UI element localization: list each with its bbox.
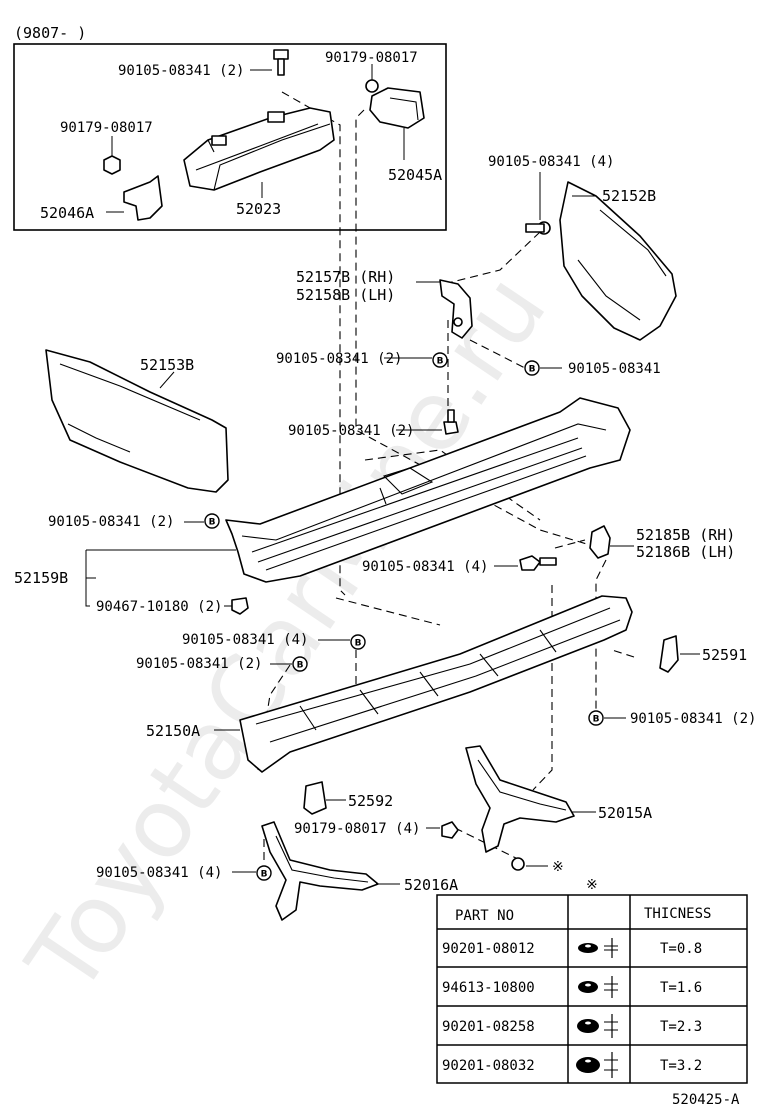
shim-col-thickness-header: THICNESS xyxy=(644,906,711,922)
shim-table-marker: ※ xyxy=(586,877,598,893)
shim-washer-icon-1 xyxy=(578,938,618,958)
bumper-end-52153b-part xyxy=(45,349,229,493)
callout-bolt-right: 90105-08341 xyxy=(568,361,661,377)
small-fasteners xyxy=(231,409,557,871)
callout-52045a: 52045A xyxy=(388,166,442,184)
stay-52015a-part xyxy=(465,745,575,853)
svg-text:B: B xyxy=(209,518,216,528)
callout-bolt-2-c: 90105-08341 (2) xyxy=(48,514,174,530)
bolt-symbol-5: B xyxy=(292,656,308,672)
callout-52591: 52591 xyxy=(702,646,747,664)
bolt-symbol-3: B xyxy=(204,513,220,529)
date-range-label: (9807- ) xyxy=(14,24,86,42)
callout-52157b: 52157B (RH) xyxy=(296,268,395,286)
callout-nut-4: 90179-08017 (4) xyxy=(294,821,420,837)
callout-52016a: 52016A xyxy=(404,876,458,894)
shim-row-4-part: 90201-08032 xyxy=(442,1058,535,1074)
callout-labels: 90105-08341 (2) 90179-08017 90179-08017 … xyxy=(14,50,756,894)
shim-washer-icon-3 xyxy=(577,1014,618,1038)
svg-text:B: B xyxy=(355,639,362,649)
callout-bolt-4-top: 90105-08341 (4) xyxy=(488,154,614,170)
shim-marker-callout: ※ xyxy=(552,859,564,875)
bumper-end-52152b-part xyxy=(525,181,677,341)
leader-lines xyxy=(85,64,700,885)
callout-clip: 90467-10180 (2) xyxy=(96,599,222,615)
callout-nut-left: 90179-08017 xyxy=(60,120,153,136)
shim-col-part-header: PART NO xyxy=(455,908,514,924)
callout-52158b: 52158B (LH) xyxy=(296,286,395,304)
callout-52046a: 52046A xyxy=(40,204,94,222)
callout-bolt-2-right: 90105-08341 (2) xyxy=(630,711,756,727)
callout-52023: 52023 xyxy=(236,200,281,218)
bolt-symbol-7: B xyxy=(256,865,272,881)
shim-row-3-thickness: T=2.3 xyxy=(660,1019,702,1035)
shim-row-2-part: 94613-10800 xyxy=(442,980,535,996)
callout-bolt-4-mid: 90105-08341 (4) xyxy=(362,559,488,575)
bracket-52592-part xyxy=(303,781,327,815)
bracket-52185b-part xyxy=(589,525,611,559)
shim-washer-icon-4 xyxy=(576,1052,618,1078)
callout-bolt-4-bottom: 90105-08341 (4) xyxy=(96,865,222,881)
shim-table: ※ PART NO THICNESS 90201-08012 T=0.8 946… xyxy=(436,877,748,1084)
callout-52153b: 52153B xyxy=(140,356,194,374)
bolt-top-part xyxy=(273,49,289,76)
bracket-52045a-part xyxy=(365,79,425,129)
bracket-52591-part xyxy=(659,635,679,673)
svg-text:B: B xyxy=(261,870,268,880)
svg-text:B: B xyxy=(593,715,600,725)
callout-bolt-2-b: 90105-08341 (2) xyxy=(288,423,414,439)
callout-52185b: 52185B (RH) xyxy=(636,526,735,544)
callout-52186b: 52186B (LH) xyxy=(636,543,735,561)
svg-text:B: B xyxy=(529,365,536,375)
bracket-52023-part xyxy=(183,107,335,191)
bolt-symbol-6: B xyxy=(588,710,604,726)
shim-washer-icon-2 xyxy=(578,976,618,998)
shim-row-1-thickness: T=0.8 xyxy=(660,941,702,957)
callout-52015a: 52015A xyxy=(598,804,652,822)
reinforcement-52150a-part xyxy=(239,595,633,773)
stay-52016a-part xyxy=(261,821,379,921)
shim-row-2-thickness: T=1.6 xyxy=(660,980,702,996)
svg-text:B: B xyxy=(297,661,304,671)
callout-52159b: 52159B xyxy=(14,569,68,587)
callout-bolt-top: 90105-08341 (2) xyxy=(118,63,244,79)
step-52159b-part xyxy=(225,397,631,583)
shim-row-4-thickness: T=3.2 xyxy=(660,1058,702,1074)
callout-nut-top: 90179-08017 xyxy=(325,50,418,66)
bracket-52157b-part xyxy=(439,279,473,339)
bolt-symbol-4: B xyxy=(350,634,366,650)
diagram-code: 520425-A xyxy=(672,1092,740,1108)
shim-row-3-part: 90201-08258 xyxy=(442,1019,535,1035)
callout-bolt-2-a: 90105-08341 (2) xyxy=(276,351,402,367)
svg-text:B: B xyxy=(437,357,444,367)
bolt-symbol-2: B xyxy=(524,360,540,376)
callout-52592: 52592 xyxy=(348,792,393,810)
callout-bolt-4-low: 90105-08341 (4) xyxy=(182,632,308,648)
callout-bolt-2-low: 90105-08341 (2) xyxy=(136,656,262,672)
nut-52046a-part xyxy=(103,155,163,221)
shim-row-1-part: 90201-08012 xyxy=(442,941,535,957)
callout-52152b: 52152B xyxy=(602,187,656,205)
bolt-symbol-1: B xyxy=(432,352,448,368)
inset-frame xyxy=(13,43,447,231)
callout-52150a: 52150A xyxy=(146,722,200,740)
